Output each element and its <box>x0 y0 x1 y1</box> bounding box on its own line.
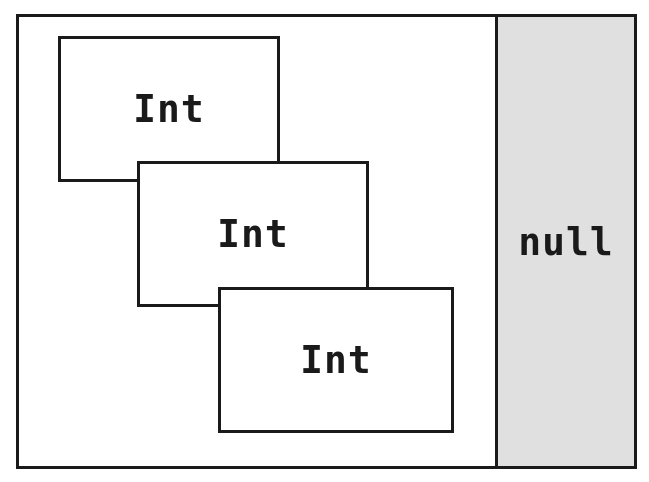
int-box-3: Int <box>218 287 454 433</box>
int-box-2: Int <box>137 161 369 307</box>
int-box-1-label: Int <box>133 87 205 131</box>
int-box-1: Int <box>58 36 280 182</box>
null-label: null <box>518 219 614 264</box>
int-box-2-label: Int <box>217 212 289 256</box>
diagram-container: Int Int Int null <box>16 14 637 469</box>
int-box-3-label: Int <box>300 338 372 382</box>
null-region: null <box>495 17 634 466</box>
values-region: Int Int Int <box>19 17 495 466</box>
